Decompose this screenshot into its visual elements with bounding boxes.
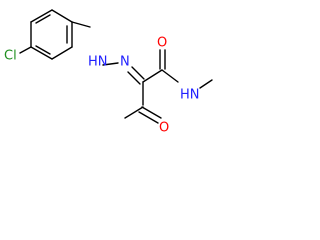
ketone-co-double-bond [141, 106, 162, 119]
nh-n-bond [102, 62, 119, 66]
c-c-amide-bond [142, 69, 163, 83]
hydrazone-n-label: N [120, 55, 130, 70]
n-c-double-bond [127, 71, 141, 85]
hydrazone-nh-label: HN [88, 55, 108, 70]
ring-bond [51, 46, 73, 60]
c-nh-bond [71, 21, 91, 28]
ring-bond [51, 9, 73, 23]
ketone-oxygen-label: O [159, 121, 169, 136]
ketone-co-double-bond [138, 111, 159, 124]
amide-nh-label: HN [180, 88, 200, 103]
chemical-structure-diagram: Cl HN N O HN O [4, 9, 213, 136]
ring-bond [30, 9, 53, 23]
benzene-ring [30, 9, 73, 60]
n-c-double-bond [131, 66, 145, 80]
amide-oxygen-label: O [157, 36, 167, 51]
n-methyl-bond [199, 79, 213, 89]
ketone-methyl-bond [124, 106, 144, 119]
ring-bond [30, 46, 53, 60]
ring-double-bond [35, 45, 51, 55]
c-cl-bond [19, 46, 32, 54]
amide-c-n-bond [161, 69, 179, 83]
ring-double-bond [35, 14, 51, 24]
chlorine-atom-label: Cl [4, 49, 17, 64]
